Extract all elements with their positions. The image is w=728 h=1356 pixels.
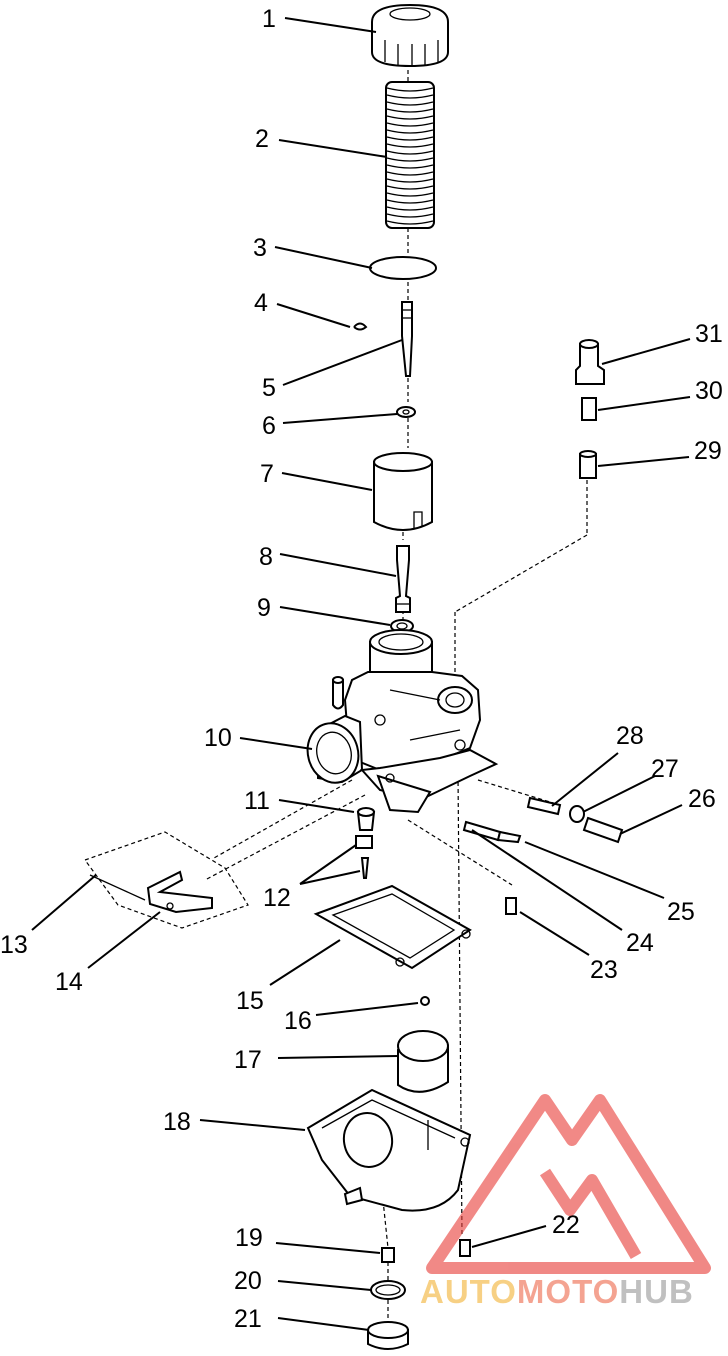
callout-16: 16	[284, 1007, 312, 1035]
callout-10: 10	[204, 724, 232, 752]
spring-coil	[386, 213, 434, 218]
callout-20: 20	[234, 1267, 262, 1295]
part-7-throttle-valve	[373, 452, 433, 531]
spring-coil	[386, 101, 434, 106]
spring-coil	[386, 122, 434, 127]
callout-24: 24	[626, 929, 654, 957]
part-21-plug	[367, 1321, 409, 1350]
callout-1: 1	[262, 5, 276, 33]
part-22-screw	[459, 1239, 471, 1257]
part-29-31-starter-fitting	[575, 339, 605, 479]
spring-coil	[386, 136, 434, 141]
spring-coil	[386, 115, 434, 120]
callout-2: 2	[255, 125, 269, 153]
part-1-top-cap	[371, 3, 449, 68]
callout-22: 22	[552, 1211, 580, 1239]
watermark-logo: AUTOMOTOHUB	[420, 1094, 711, 1310]
spring-coil	[386, 143, 434, 148]
callout-6: 6	[262, 412, 276, 440]
part-23-plug	[505, 897, 517, 915]
part-15-float-gasket	[313, 884, 472, 970]
part-2-throttle-spring	[385, 81, 435, 229]
part-10-carburetor-body	[306, 629, 499, 814]
callout-15: 15	[236, 987, 264, 1015]
part-12-needle-valve	[355, 835, 373, 879]
part-17-float	[397, 1030, 449, 1093]
callout-26: 26	[688, 785, 716, 813]
watermark-moto: MOTO	[517, 1273, 619, 1310]
spring-coil	[386, 87, 434, 92]
spring-coil	[386, 129, 434, 134]
part-11-main-jet	[356, 807, 376, 831]
callout-28: 28	[616, 722, 644, 750]
callout-21: 21	[234, 1305, 262, 1333]
callout-13: 13	[0, 931, 28, 959]
callout-31: 31	[695, 320, 723, 348]
callout-18: 18	[163, 1108, 191, 1136]
spring-coil	[386, 220, 434, 225]
part-4-clip	[353, 322, 368, 331]
callout-9: 9	[257, 594, 271, 622]
part-19-drain-screw	[381, 1247, 395, 1263]
spring-coil	[386, 164, 434, 169]
part-16-ball	[420, 996, 430, 1006]
callout-29: 29	[694, 437, 722, 465]
part-5-jet-needle	[401, 301, 413, 377]
spring-coil	[386, 94, 434, 99]
callout-3: 3	[253, 234, 267, 262]
spring-coil	[386, 199, 434, 204]
callout-14: 14	[55, 968, 83, 996]
part-3-plate	[369, 256, 437, 280]
part-18-float-bowl	[306, 1088, 472, 1212]
callout-labels: 1 2 3 4 5 6 7 8 9 10 11 12 13 14 15 16 1…	[0, 5, 723, 1333]
callout-17: 17	[234, 1046, 262, 1074]
part-6-washer	[396, 406, 416, 418]
part-24-25-pilot-screw	[462, 820, 522, 844]
callout-23: 23	[590, 956, 618, 984]
callout-5: 5	[262, 374, 276, 402]
leader-lines	[31, 17, 691, 1331]
part-26-28-air-screw	[526, 796, 624, 844]
callout-7: 7	[260, 460, 274, 488]
callout-19: 19	[235, 1224, 263, 1252]
part-8-needle-jet	[395, 545, 411, 613]
spring-coil	[386, 108, 434, 113]
spring-coil	[386, 185, 434, 190]
callout-25: 25	[667, 898, 695, 926]
spring-coil	[386, 178, 434, 183]
spring-coil	[386, 150, 434, 155]
spring-coil	[386, 206, 434, 211]
callout-8: 8	[259, 543, 273, 571]
callout-11: 11	[244, 787, 270, 815]
spring-coil	[386, 192, 434, 197]
part-20-o-ring	[370, 1280, 406, 1300]
callout-4: 4	[254, 289, 268, 317]
spring-coil	[386, 157, 434, 162]
callout-12: 12	[263, 884, 291, 912]
watermark-hub: HUB	[619, 1273, 694, 1310]
callout-30: 30	[695, 377, 723, 405]
callout-27: 27	[651, 755, 679, 783]
watermark-text: AUTOMOTOHUB	[420, 1273, 694, 1310]
spring-coil	[386, 171, 434, 176]
watermark-auto: AUTO	[420, 1273, 517, 1310]
part-13-14-float-arm	[84, 831, 249, 929]
